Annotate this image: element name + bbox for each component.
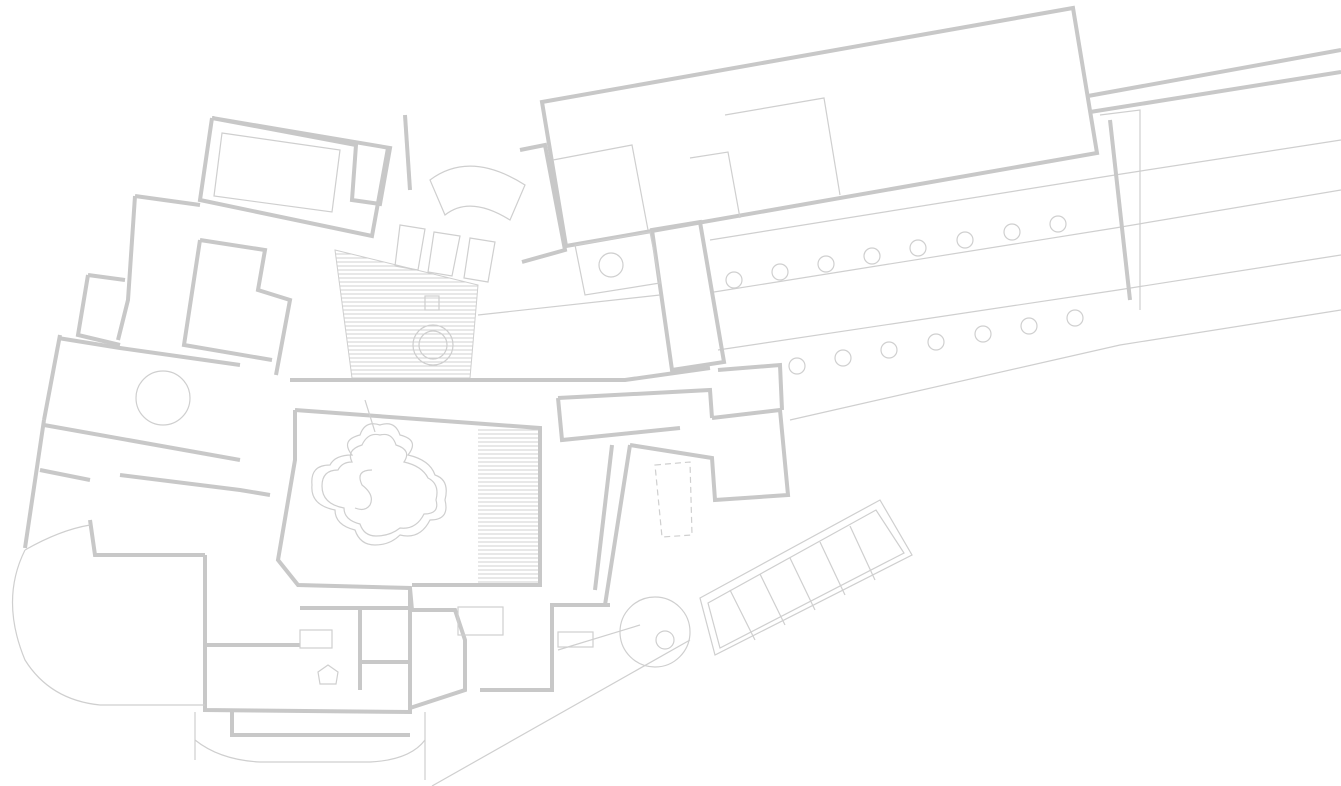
courtyard-terrace bbox=[290, 249, 711, 382]
south-block bbox=[12, 519, 610, 780]
large-hall-east bbox=[539, 5, 1341, 249]
east-annex bbox=[556, 362, 791, 606]
ramp-glasshouse bbox=[431, 499, 913, 786]
spiral-stair-area bbox=[394, 114, 568, 283]
colonnade-wing bbox=[574, 109, 1341, 421]
columns bbox=[725, 215, 1084, 375]
pool-courtyard bbox=[275, 399, 542, 611]
north-west-block bbox=[23, 116, 393, 549]
